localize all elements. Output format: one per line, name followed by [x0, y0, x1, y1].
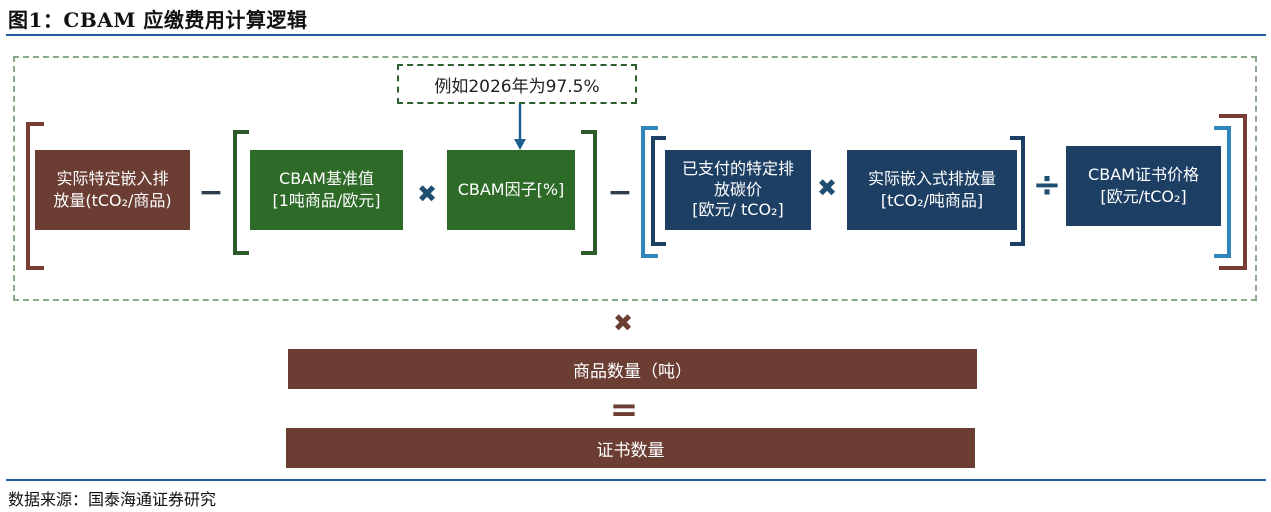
cbam-benchmark-box: CBAM基准值 [1吨商品/欧元] — [250, 150, 403, 230]
goods-quantity-bar: 商品数量（吨） — [288, 349, 977, 389]
certificate-price-line2: [欧元/tCO₂] — [1100, 187, 1187, 206]
actual-embedded-line2: [tCO₂/吨商品] — [880, 191, 984, 210]
bottom-rule — [6, 479, 1266, 481]
minus-operator-2: − — [607, 174, 633, 210]
paid-carbon-price-box: 已支付的特定排 放碳价 [欧元/ tCO₂] — [665, 150, 811, 230]
actual-emissions-line2: 放量(tCO₂/商品) — [53, 191, 172, 210]
actual-embedded-line1: 实际嵌入式排放量 — [867, 169, 996, 189]
paid-carbon-price-line3: [欧元/ tCO₂] — [692, 200, 784, 220]
cbam-benchmark-line1: CBAM基准值 — [279, 169, 374, 189]
outer-left-bracket — [26, 122, 44, 270]
paid-carbon-price-line1: 已支付的特定排 — [681, 158, 794, 178]
blue-inner-right-bracket — [1010, 136, 1025, 246]
times-operator-3: ✖ — [612, 309, 634, 337]
times-operator-1: ✖ — [416, 180, 438, 208]
equals-operator: = — [609, 390, 639, 430]
certificate-price-line1: CBAM证书价格 — [1088, 165, 1199, 185]
top-rule — [6, 34, 1266, 36]
divide-operator: ÷ — [1032, 165, 1062, 205]
green-left-bracket — [233, 130, 249, 255]
outer-right-bracket — [1219, 114, 1247, 270]
formula-frame — [13, 56, 1257, 301]
goods-quantity-label: 商品数量（吨） — [573, 361, 692, 382]
callout-arrow-head — [514, 139, 526, 150]
cbam-factor-box: CBAM因子[%] — [447, 150, 575, 230]
paid-carbon-price-line2: 放碳价 — [713, 179, 762, 199]
figure-title: 图1：CBAM 应缴费用计算逻辑 — [8, 8, 308, 32]
cbam-benchmark-line2: [1吨商品/欧元] — [272, 191, 381, 210]
source-note: 数据来源：国泰海通证券研究 — [8, 490, 217, 509]
blue-right-bracket — [1214, 126, 1231, 258]
callout-example: 例如2026年为97.5% — [397, 64, 637, 104]
certificate-quantity-label: 证书数量 — [596, 440, 665, 461]
green-right-bracket — [581, 130, 597, 255]
times-operator-2: ✖ — [816, 174, 838, 202]
certificate-price-box: CBAM证书价格 [欧元/tCO₂] — [1066, 146, 1221, 226]
blue-inner-left-bracket — [651, 136, 666, 246]
minus-operator-1: − — [198, 174, 224, 210]
cbam-factor-label: CBAM因子[%] — [457, 180, 565, 200]
actual-emissions-line1: 实际特定嵌入排 — [56, 169, 169, 189]
certificate-quantity-bar: 证书数量 — [286, 428, 975, 468]
actual-emissions-box: 实际特定嵌入排 放量(tCO₂/商品) — [35, 150, 190, 230]
blue-outer-left-bracket — [641, 126, 658, 258]
actual-embedded-box: 实际嵌入式排放量 [tCO₂/吨商品] — [847, 150, 1017, 230]
